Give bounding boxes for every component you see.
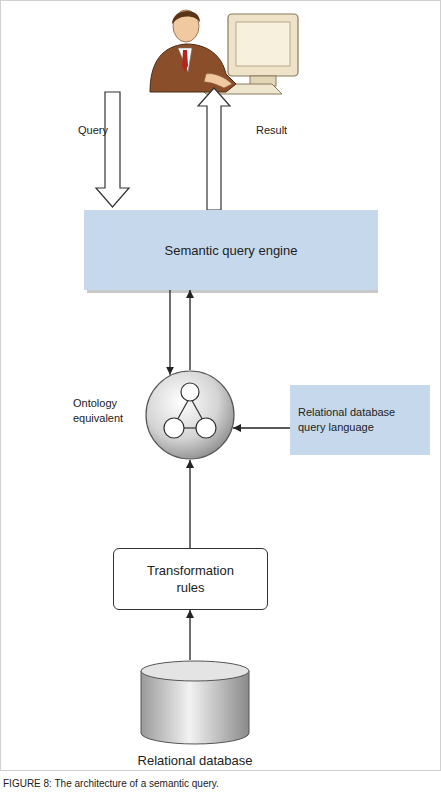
engine-box: Semantic query engine — [84, 210, 378, 290]
flow-connector — [189, 610, 190, 660]
flow-connector — [233, 427, 290, 428]
flow-connector — [189, 460, 190, 548]
rules-box: Transformation rules — [113, 548, 268, 610]
tree-node — [196, 418, 216, 438]
cylinder-body — [141, 671, 249, 744]
flow-connector — [169, 290, 170, 375]
sphere-outline — [146, 371, 234, 459]
node-text: Ontology equivalent — [73, 396, 135, 426]
result-hollow-arrow — [198, 88, 230, 210]
figure-frame — [1, 1, 441, 771]
node-text: Transformation rules — [146, 562, 235, 596]
figure-caption: FIGURE 8: The architecture of a semantic… — [3, 778, 437, 789]
flow-label: Query — [78, 124, 108, 136]
flow-label: Result — [256, 124, 287, 136]
ontology-sphere — [145, 370, 235, 460]
box-shadow — [87, 290, 378, 293]
tree-node — [181, 383, 199, 401]
node-text: Relational database query language — [298, 405, 422, 435]
flow-connector — [189, 290, 190, 370]
node-text: Relational database — [100, 753, 290, 768]
user-at-computer — [150, 10, 298, 94]
ontology-circle: Ontology equivalent — [145, 370, 235, 460]
database-cylinder: Relational database — [140, 660, 250, 745]
cylinder-top — [141, 661, 249, 681]
query-language-box: Relational database query language — [290, 385, 430, 455]
node-text: Semantic query engine — [165, 243, 298, 258]
cylinder-shape — [140, 660, 250, 745]
query-hollow-arrow — [96, 92, 129, 207]
tree-node — [164, 418, 184, 438]
